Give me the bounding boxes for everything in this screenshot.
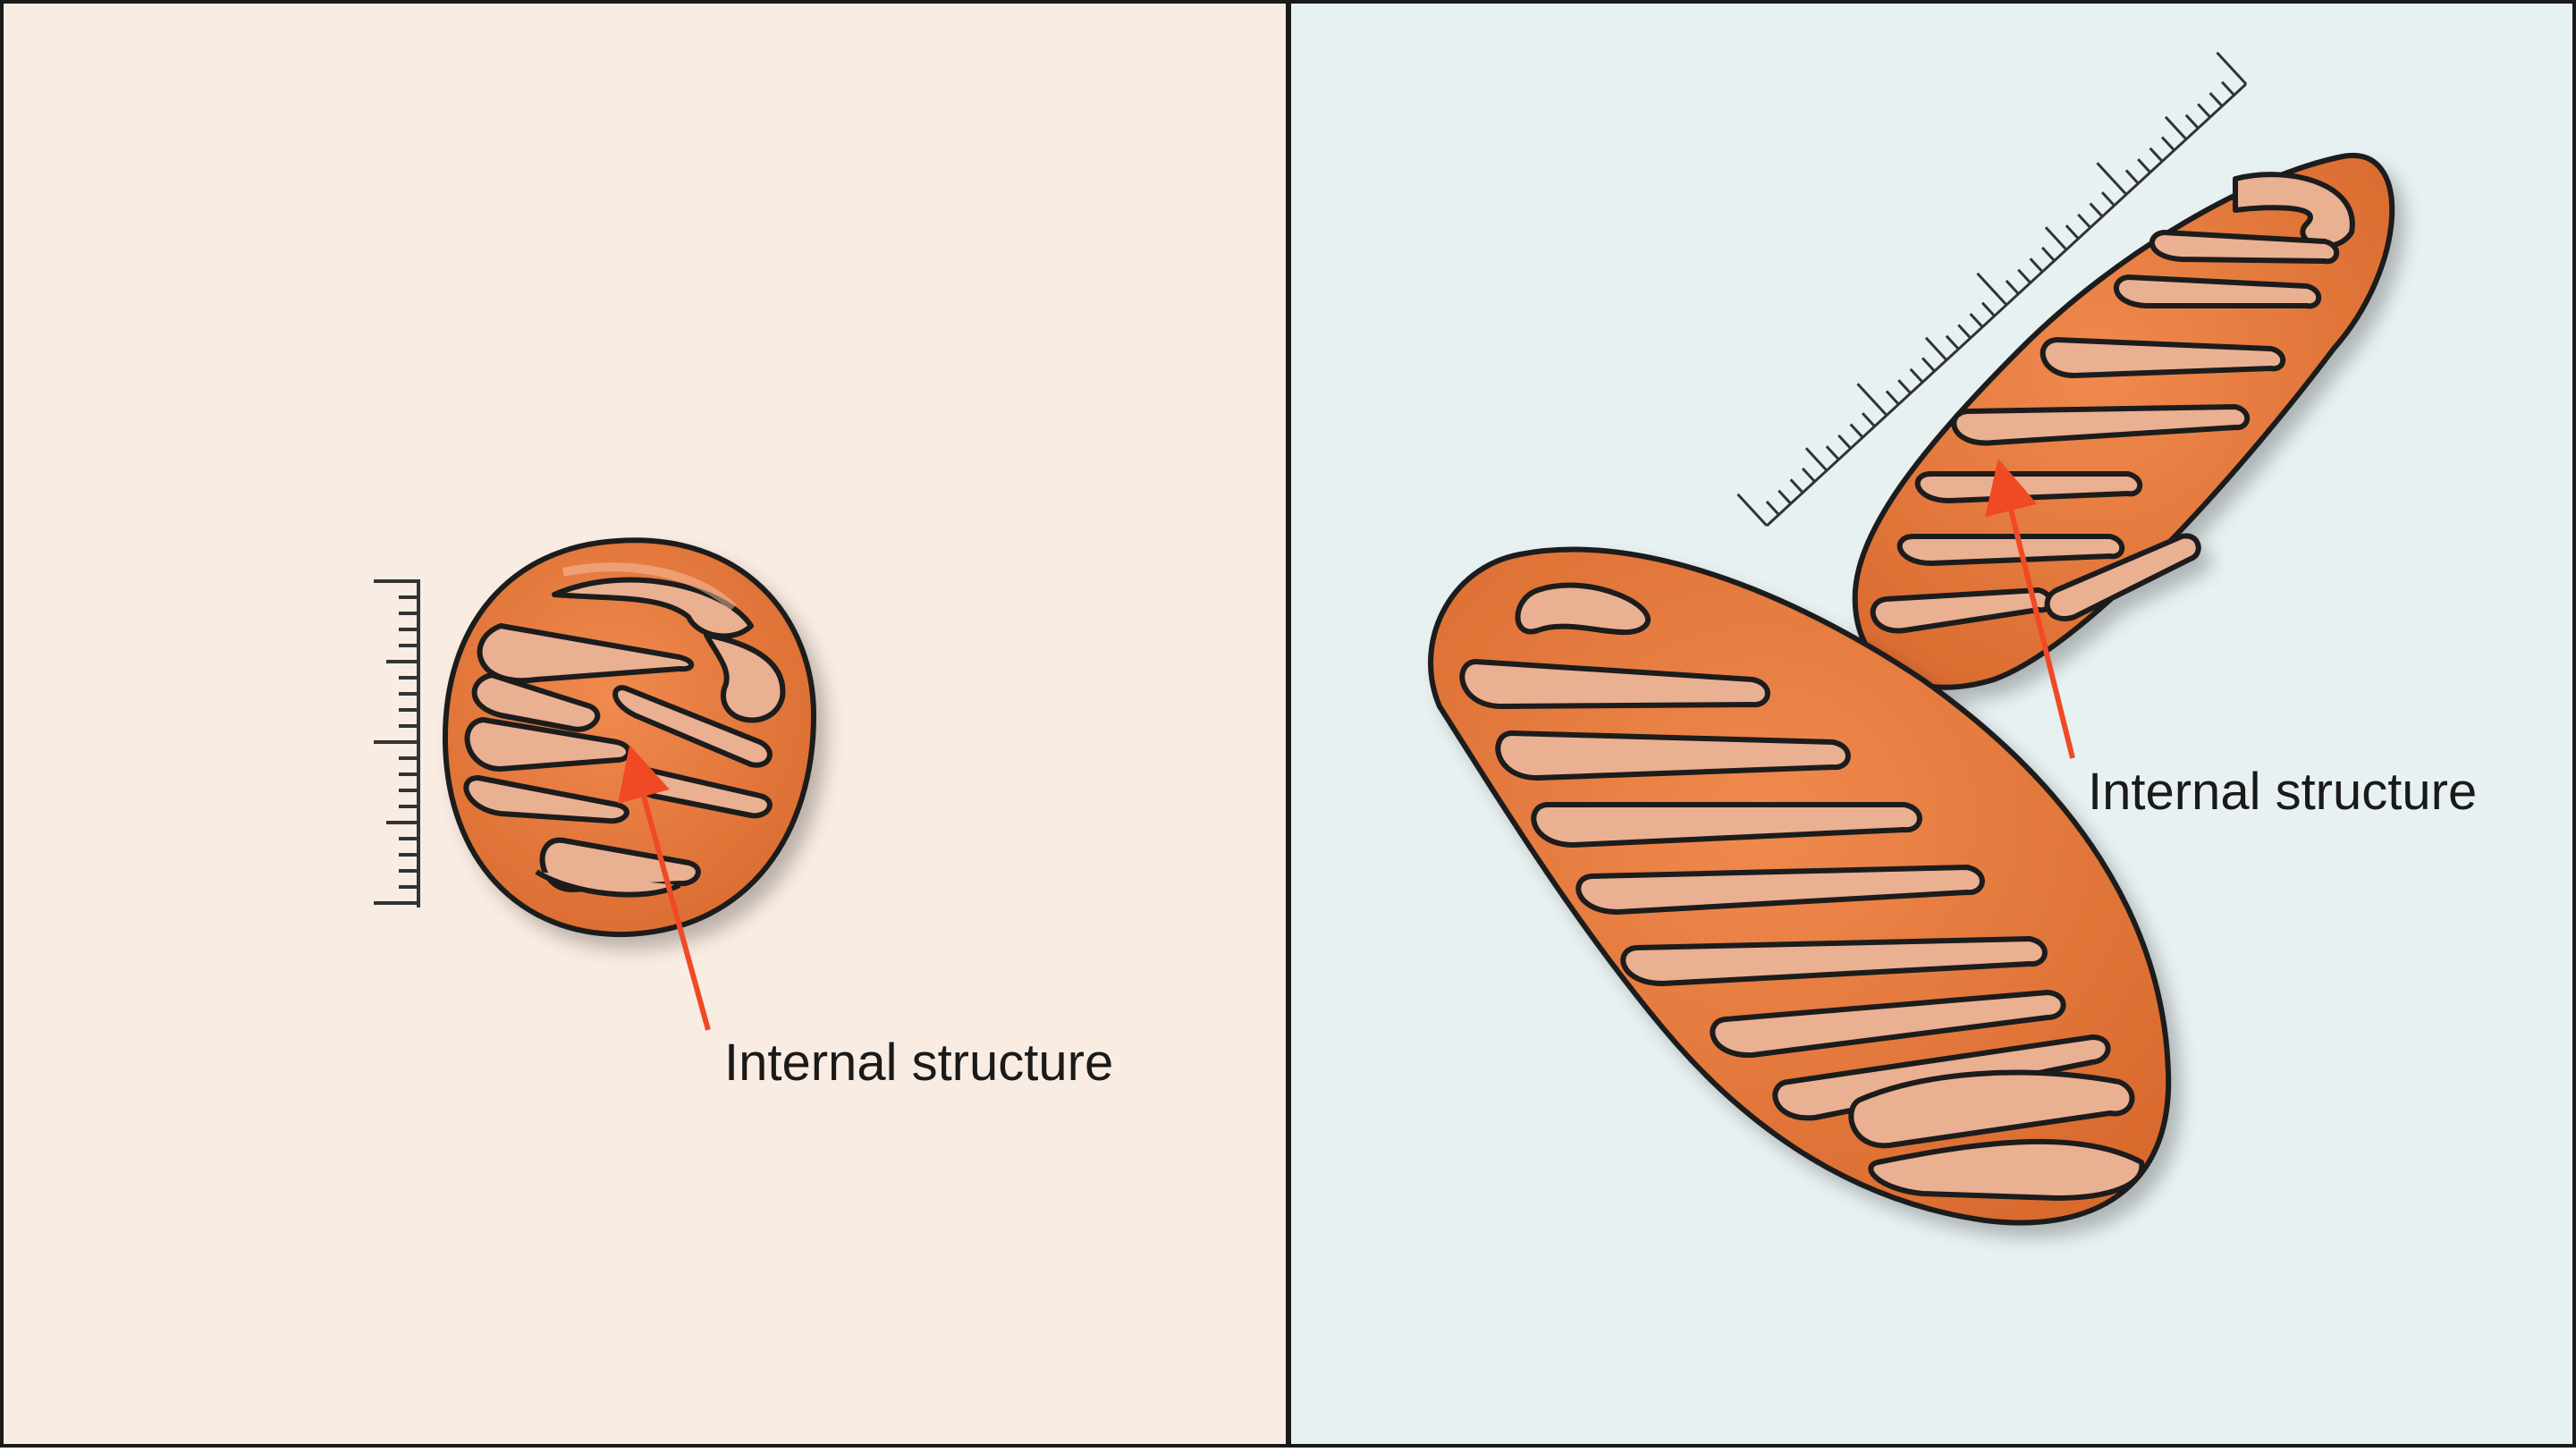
internal-structure-label-right: Internal structure: [2088, 766, 2477, 818]
mitochondrion-small-icon: [445, 540, 814, 934]
internal-structure-label-left: Internal structure: [724, 1037, 1113, 1089]
